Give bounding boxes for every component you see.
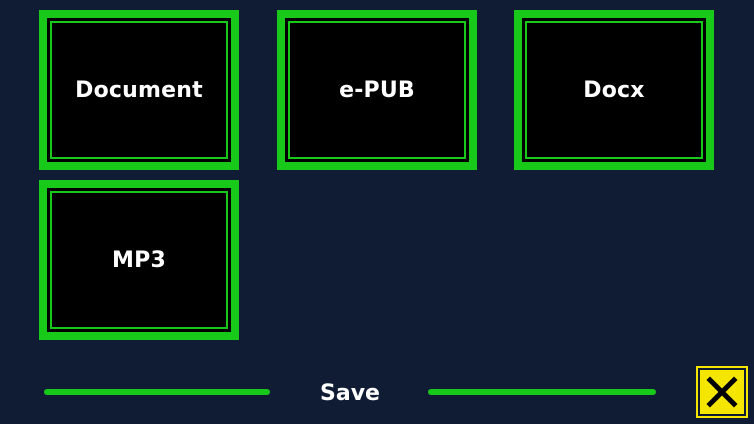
format-tile-document[interactable]: Document	[39, 10, 239, 170]
format-tile-epub[interactable]: e-PUB	[277, 10, 477, 170]
save-button[interactable]: Save	[320, 380, 380, 406]
close-icon	[706, 376, 738, 408]
tile-label: Document	[75, 77, 203, 103]
tile-inner-border	[525, 21, 703, 159]
format-tile-mp3[interactable]: MP3	[39, 180, 239, 340]
tile-label: e-PUB	[339, 77, 415, 103]
tile-inner-border	[288, 21, 466, 159]
format-tile-docx[interactable]: Docx	[514, 10, 714, 170]
tile-inner-border	[50, 191, 228, 329]
tile-label: MP3	[112, 247, 166, 273]
footer-divider-right	[428, 389, 656, 395]
footer-divider-left	[44, 389, 270, 395]
tile-label: Docx	[583, 77, 645, 103]
close-button[interactable]	[696, 366, 748, 418]
tile-inner-border	[50, 21, 228, 159]
